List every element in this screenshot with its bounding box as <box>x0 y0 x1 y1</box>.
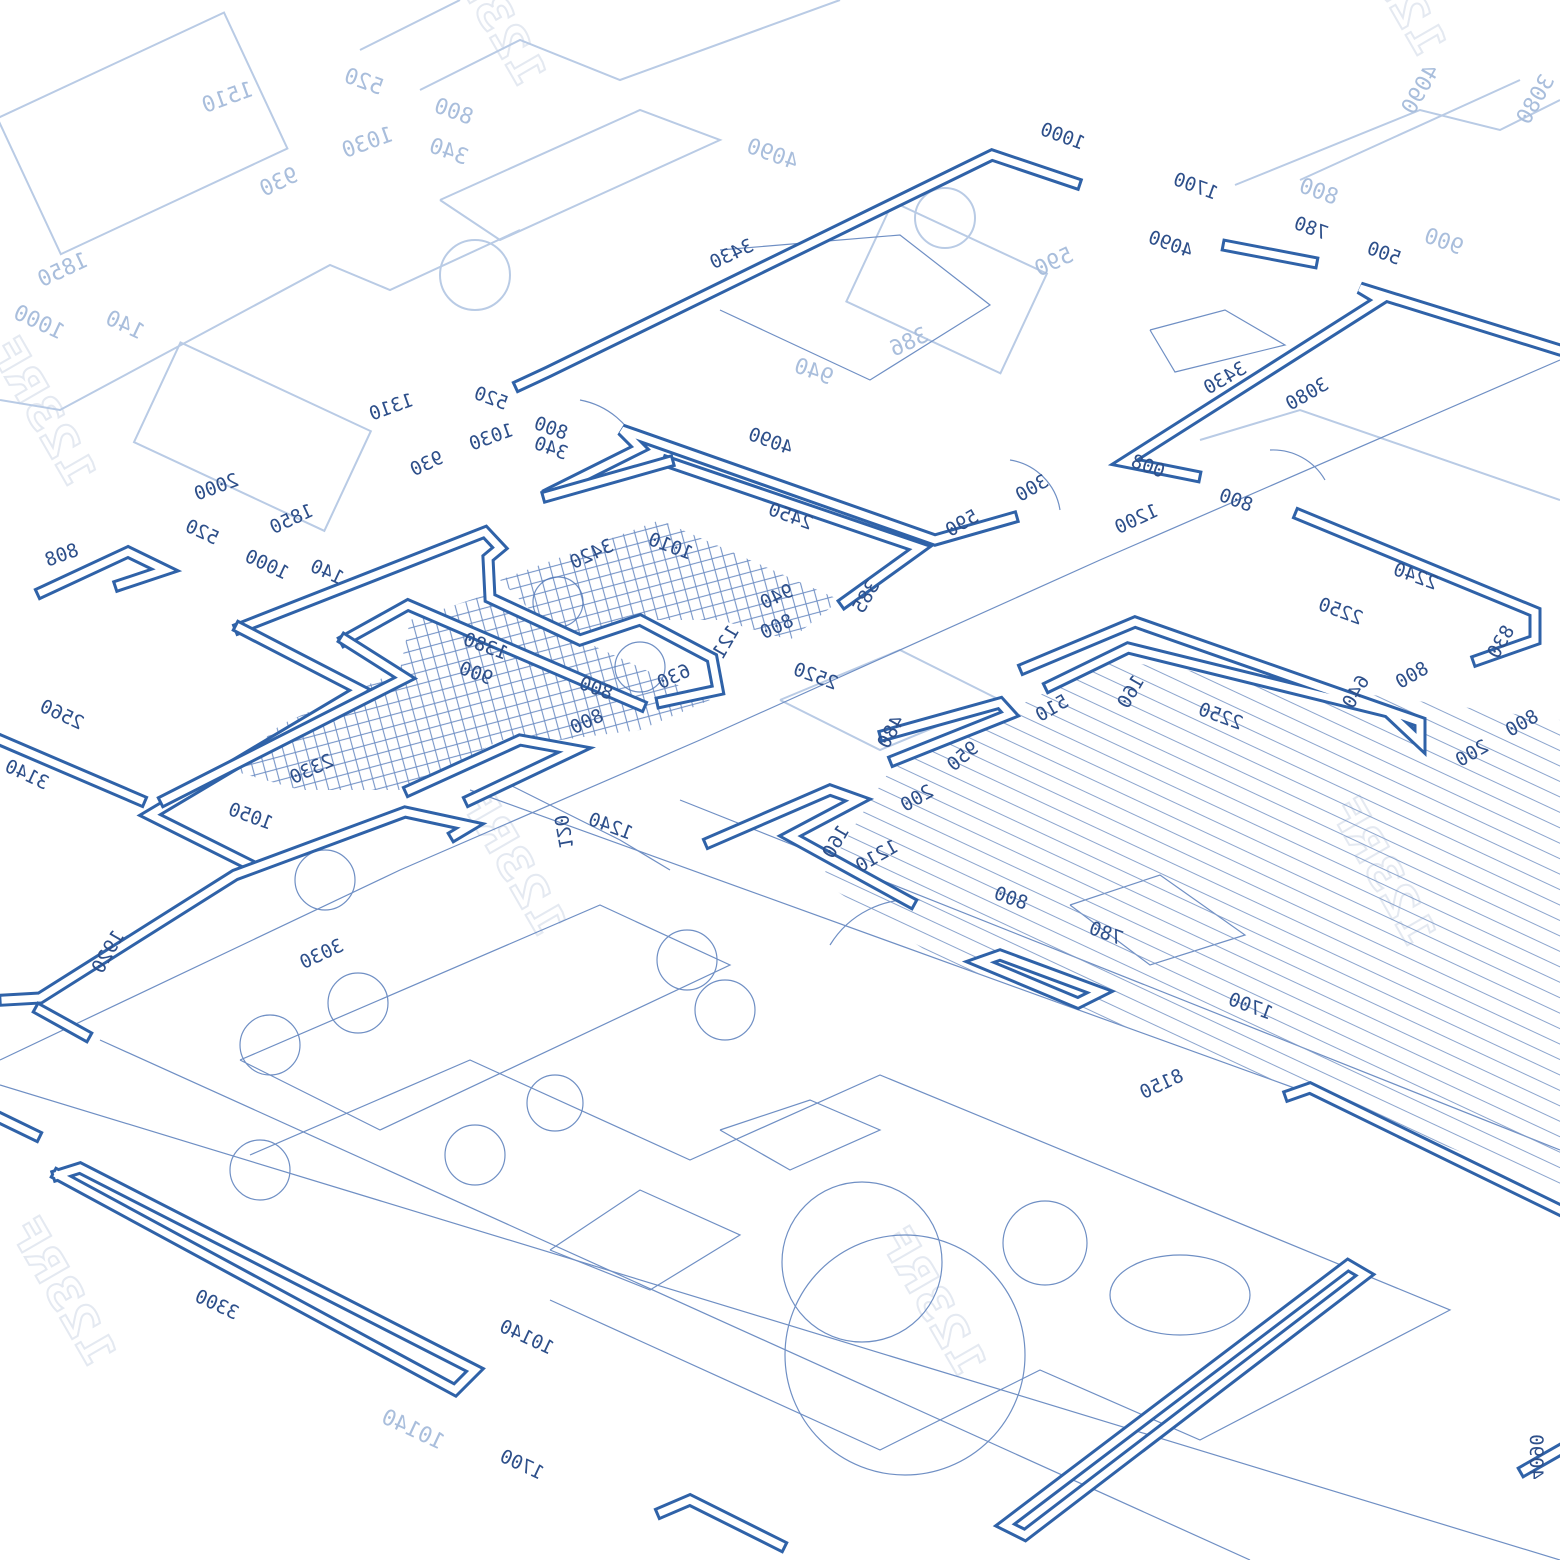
dimension-label: 120 <box>549 813 577 851</box>
dimension-label: 930 <box>407 447 447 481</box>
dimension-label: 480 <box>873 712 909 753</box>
dimension-label: 1700 <box>1170 168 1221 204</box>
dimension-label-faded: 4090 <box>1397 61 1445 119</box>
dimension-label: 1240 <box>585 808 636 844</box>
wall-central <box>0 733 596 1044</box>
dimension-label: 1200 <box>1111 500 1162 539</box>
wall-middle-room <box>541 423 1021 547</box>
dimension-label-faded: 590 <box>1031 243 1078 282</box>
dimension-label: 780 <box>1291 212 1331 244</box>
wall-right-lower <box>1291 506 1542 669</box>
wall-stripe-room <box>701 615 1427 911</box>
dimension-label: 800 <box>1392 657 1433 693</box>
svg-text:123RF: 123RF <box>0 1207 127 1375</box>
dimension-label: 520 <box>471 382 511 414</box>
svg-text:123RF: 123RF <box>1329 0 1457 66</box>
walls <box>0 147 1560 1554</box>
dimension-label: 4090 <box>1145 226 1196 262</box>
dimension-label: 2520 <box>790 658 841 694</box>
dimension-label-faded: 800 <box>1296 174 1342 211</box>
dimension-label: 1310 <box>366 389 417 425</box>
dimension-label: 500 <box>1364 237 1404 269</box>
dimension-label: 1700 <box>496 1445 547 1484</box>
dimension-label: 2000 <box>191 469 242 505</box>
dimension-label: 10140 <box>496 1315 557 1359</box>
dimension-label-faded: 140 <box>101 306 148 345</box>
dimension-label-faded: 1510 <box>199 77 257 119</box>
dimension-label: 3080 <box>1282 373 1333 415</box>
dimension-label-faded: 4090 <box>743 134 801 176</box>
dimension-label-faded: 930 <box>256 163 303 202</box>
wall-bottom-left <box>0 1110 486 1399</box>
dimension-label: 1000 <box>241 545 292 584</box>
dimension-label: 008 <box>1128 450 1168 482</box>
wall-left-small <box>33 544 183 601</box>
wall-left-edge <box>0 732 149 809</box>
svg-text:123RF: 123RF <box>869 1217 997 1385</box>
dimension-label: 2250 <box>1315 593 1366 629</box>
wall-lower-right <box>1281 1080 1560 1218</box>
wall-top-segment <box>1220 238 1320 270</box>
dimension-label-faded: 900 <box>1421 224 1467 261</box>
wall-hallway <box>231 524 726 710</box>
dimension-label-faded: 940 <box>791 354 837 391</box>
dimension-label: 10140 <box>377 1405 448 1456</box>
dimension-label: 4090 <box>1525 1434 1547 1480</box>
wall-top-room <box>511 147 1084 394</box>
faded-background-plan <box>0 0 1560 752</box>
wall-bottom-center <box>653 1492 789 1554</box>
dimension-label: 300 <box>1012 470 1053 506</box>
dimension-label: 800 <box>1216 484 1256 516</box>
dimension-label: 3030 <box>296 935 347 974</box>
dimension-label: 520 <box>182 515 222 549</box>
dimension-label: 3300 <box>191 1285 242 1324</box>
dimension-label: 2560 <box>36 695 87 734</box>
wall-long-diagonal <box>992 1257 1377 1543</box>
dimension-label-faded: 386 <box>886 323 933 362</box>
dimension-label-faded: 1850 <box>34 248 93 293</box>
dimension-label: 1850 <box>266 500 317 539</box>
dimension-label: 1030 <box>466 419 517 455</box>
wall-bottom-right <box>1516 1442 1560 1479</box>
wall-right-room <box>1107 281 1560 484</box>
wall-hall-lower <box>136 597 649 874</box>
dimension-label-faded: 520 <box>341 64 387 101</box>
dimension-label: 8150 <box>1136 1065 1187 1104</box>
dimension-label: 1000 <box>1037 118 1088 154</box>
dimension-label: 1050 <box>225 798 276 834</box>
wall-door-block <box>961 948 1117 1011</box>
dimension-label: 4090 <box>745 423 796 459</box>
dimension-label-faded: 800 <box>431 94 477 131</box>
wall-middle-inner <box>539 453 935 612</box>
svg-text:123RF: 123RF <box>0 327 107 495</box>
dimension-label-faded: 1030 <box>339 122 397 164</box>
dimension-label: 808 <box>42 539 82 571</box>
hatched-floor-areas <box>230 520 1560 1190</box>
dimension-label: 140 <box>307 555 347 589</box>
dimension-label-faded: 340 <box>426 134 472 171</box>
